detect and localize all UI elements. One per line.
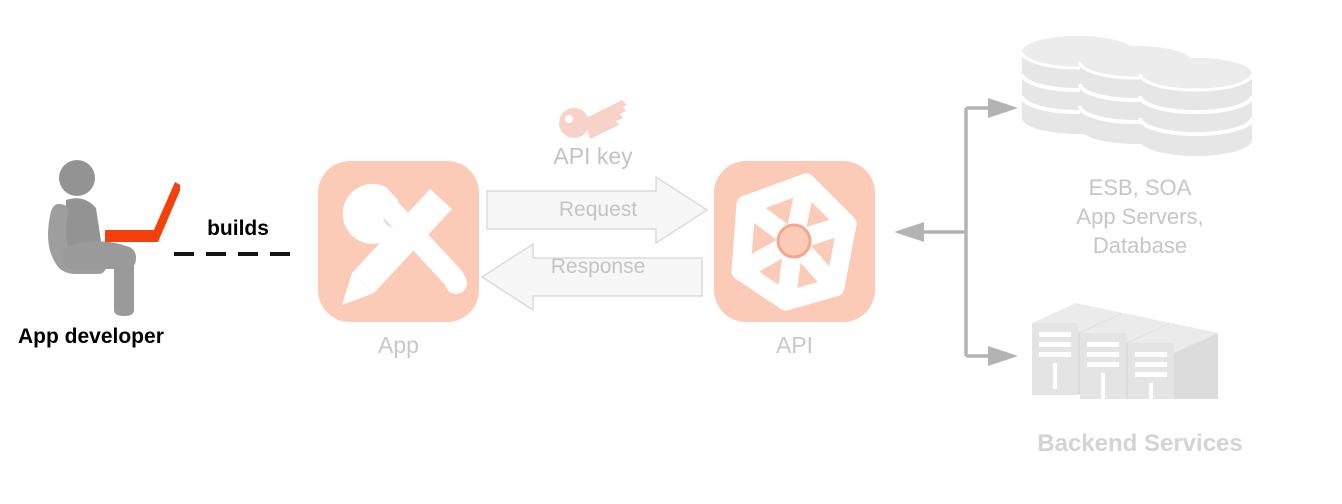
- key-icon: [558, 97, 628, 139]
- request-label: Request: [558, 198, 638, 221]
- app-developer-label: App developer: [18, 325, 164, 348]
- seated-developer-with-laptop-icon: [40, 158, 182, 318]
- app-node-label: App: [378, 332, 419, 358]
- builds-dashed-line: [172, 245, 302, 256]
- database-cylinders-icon: [1018, 34, 1258, 160]
- app-node-box[interactable]: [318, 161, 479, 322]
- backend-systems-line-2: App Servers,: [1076, 204, 1204, 229]
- response-label: Response: [550, 255, 646, 278]
- arrowhead-to-servers: [988, 346, 1018, 366]
- backend-services-label: Backend Services: [1037, 430, 1243, 457]
- arrowhead-to-api: [894, 222, 924, 242]
- api-node-label: API: [775, 332, 814, 358]
- request-arrow: [486, 175, 709, 245]
- server-towers-icon: [1028, 283, 1256, 415]
- arrowhead-to-database: [988, 98, 1018, 118]
- backend-connector-lines: [890, 90, 1020, 370]
- backend-systems-line-1: ESB, SOA: [1088, 175, 1192, 200]
- builds-relation-label: builds: [207, 217, 269, 240]
- backend-systems-line-3: Database: [1092, 233, 1188, 258]
- api-key-label: API key: [553, 143, 633, 169]
- api-node-box[interactable]: [714, 161, 875, 322]
- backend-systems-label: ESB, SOA App Servers, Database: [1000, 173, 1280, 260]
- response-arrow: [480, 242, 703, 312]
